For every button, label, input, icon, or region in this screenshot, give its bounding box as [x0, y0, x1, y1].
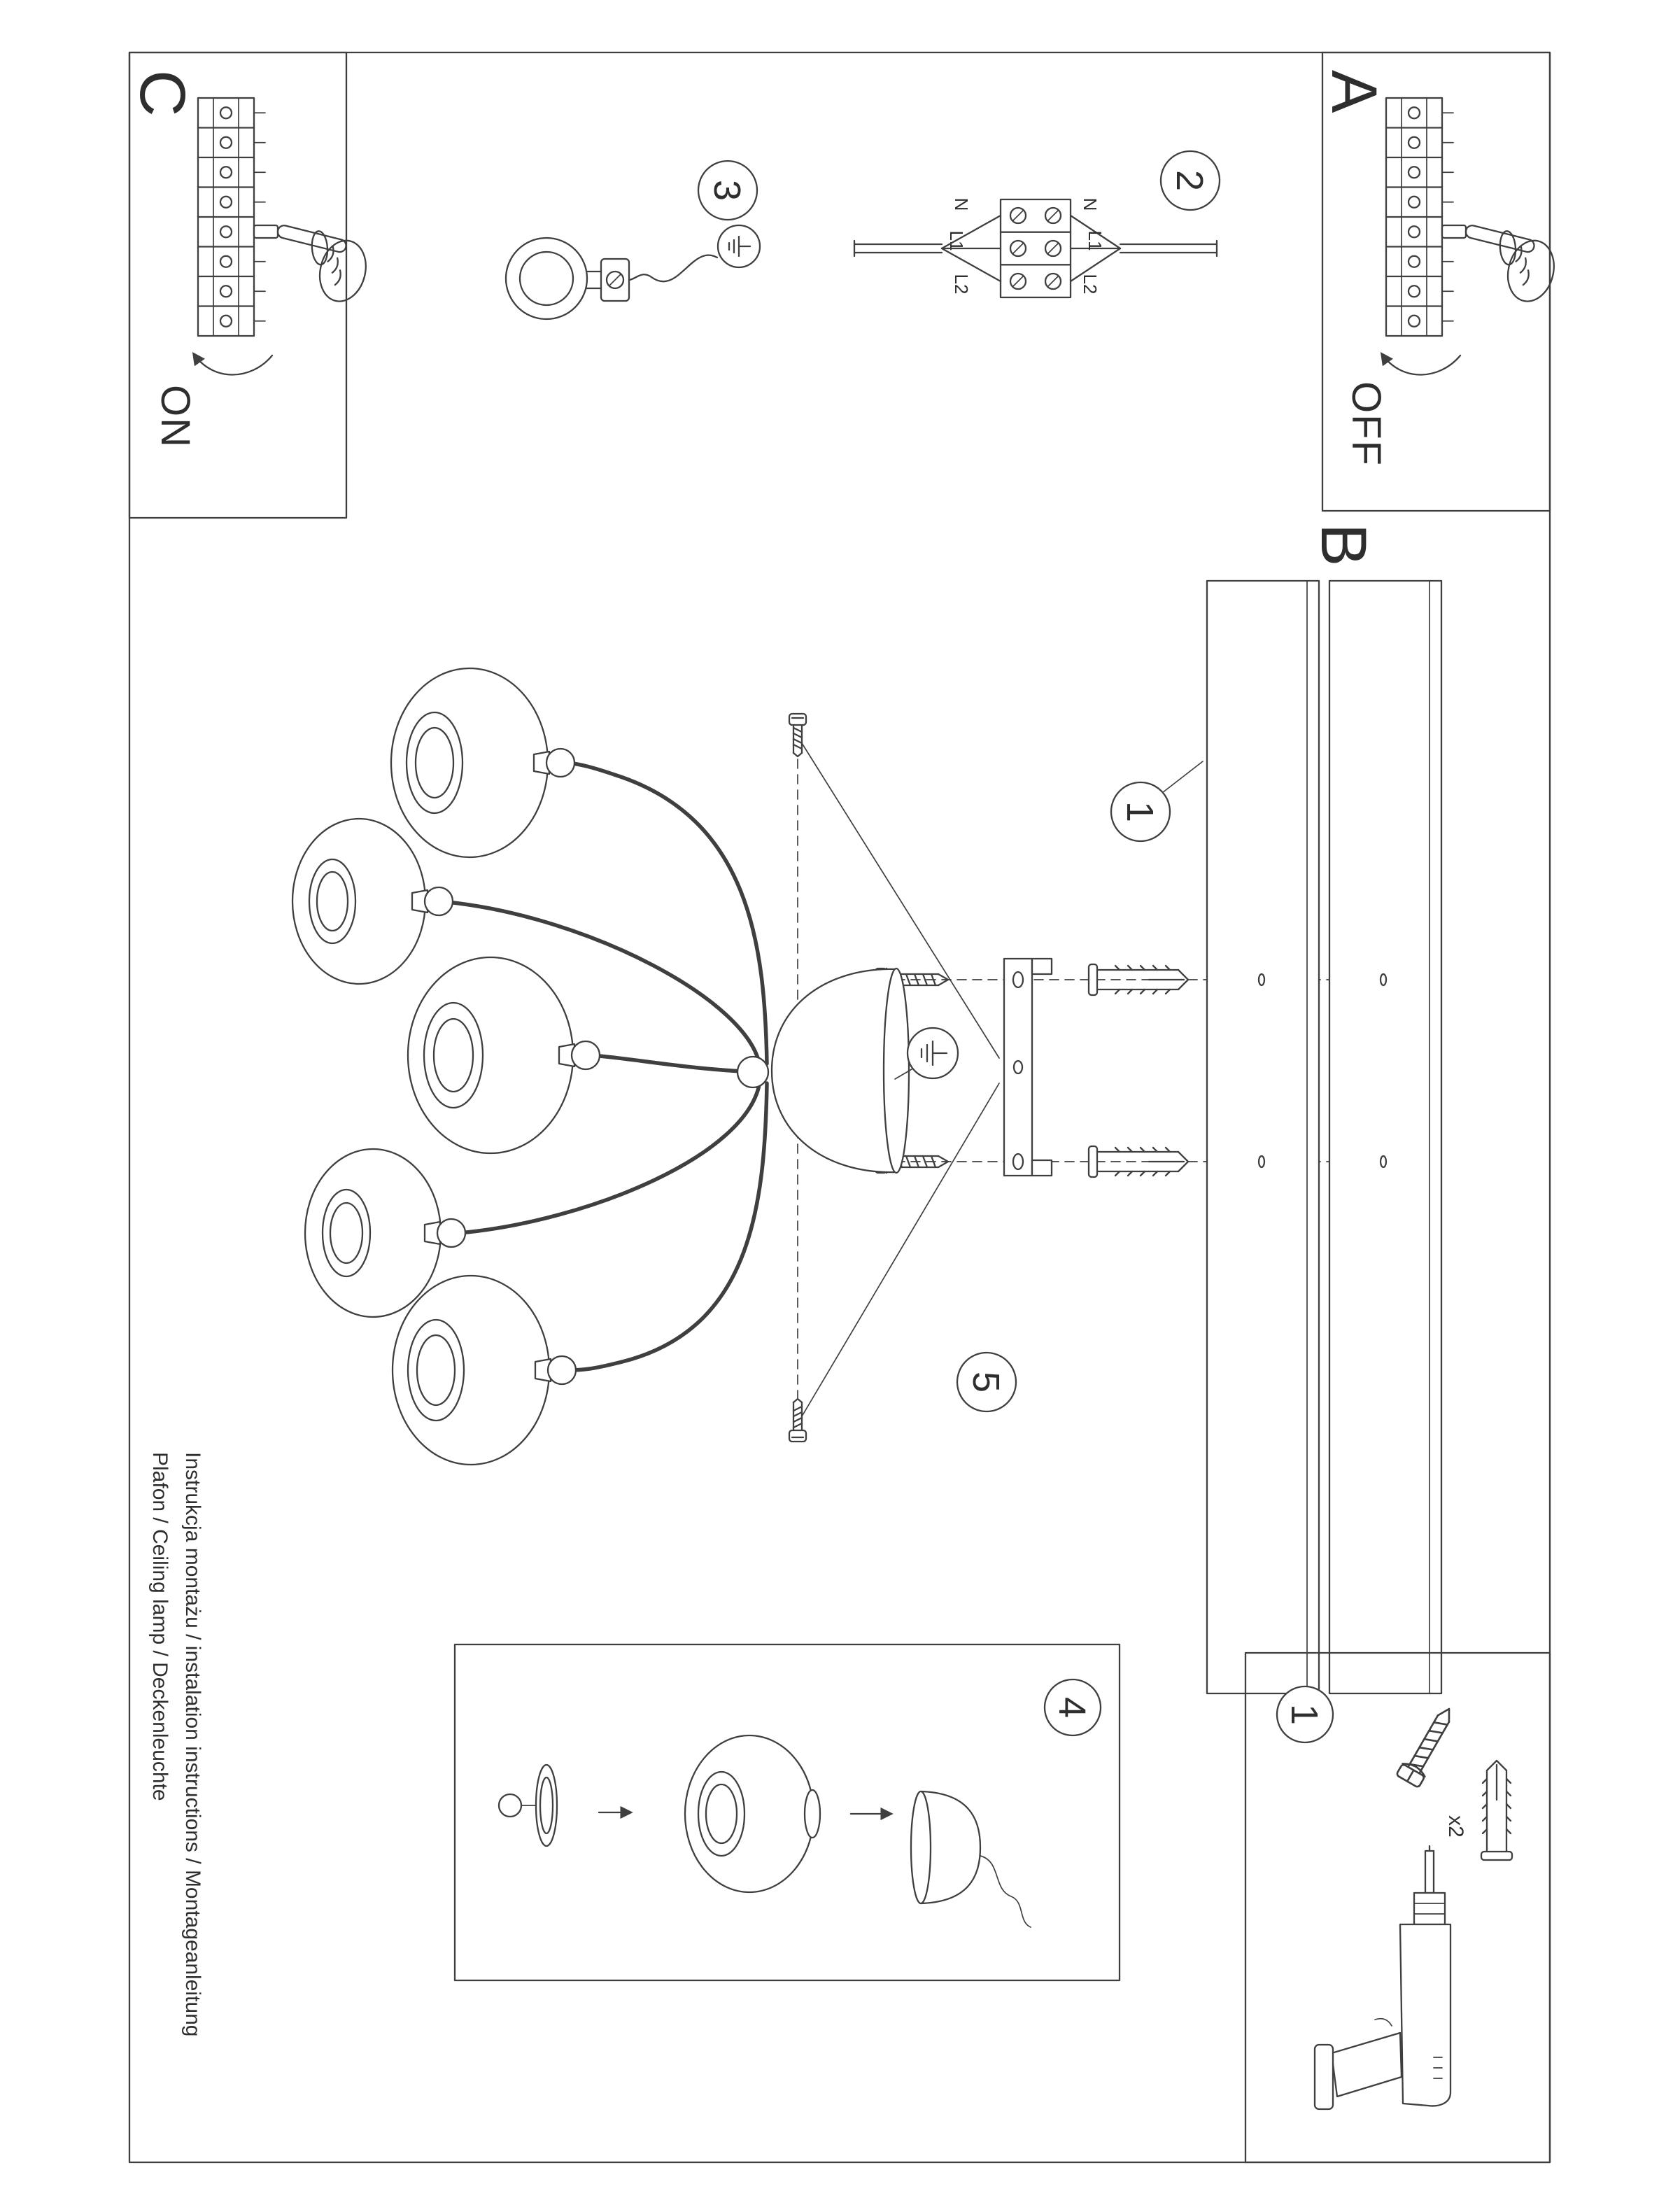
section-b-label: B	[1308, 523, 1379, 566]
lamp-holder-drawing	[504, 237, 719, 320]
wire-label: L2	[951, 274, 972, 295]
section-b-mounting-diagram: B 1	[291, 523, 1443, 1695]
tools-box	[1244, 1651, 1551, 2164]
footer-line-2: Plafon / Ceiling lamp / Deckenleuchte	[148, 1452, 171, 1801]
mains-cable-top	[1069, 214, 1218, 283]
lamp-shades	[291, 667, 574, 1466]
wire-label: L1	[1085, 231, 1106, 251]
power-state-label: ON	[153, 385, 198, 449]
lamp-arms	[445, 761, 769, 1372]
terminal-block	[999, 198, 1072, 299]
step-badge-4: 4	[1043, 1678, 1102, 1737]
svg-text:3: 3	[706, 180, 748, 201]
canopy-screw	[788, 712, 807, 758]
step-2-wiring-diagram: 2 N L1 L2	[853, 150, 1221, 299]
step-badge-3: 3	[697, 160, 758, 221]
step-badge-1b: 1	[1276, 1685, 1334, 1744]
step-4-box	[453, 1643, 1121, 1982]
canopy-screw	[788, 1397, 807, 1443]
panel-c-box	[128, 51, 348, 519]
ceiling-boards	[1206, 579, 1443, 1695]
leader-line	[801, 742, 1000, 1059]
canopy	[770, 967, 910, 1174]
glass-retainer-ring	[497, 1763, 558, 1847]
section-a-label: A	[1318, 70, 1390, 113]
power-state-label: OFF	[1343, 381, 1389, 467]
panel-a: OFF A	[1318, 51, 1561, 512]
svg-text:4: 4	[1051, 1697, 1093, 1718]
mounting-bracket	[1003, 957, 1053, 1177]
arm-hub-ball	[736, 1055, 770, 1089]
shade	[391, 1274, 551, 1466]
wire-label: N	[951, 198, 972, 211]
step-1-tools-box: 1 x2	[1244, 1651, 1551, 2164]
shade-holders	[411, 747, 601, 1386]
lamp-cable-bottom	[853, 214, 1002, 283]
svg-text:1: 1	[1119, 801, 1161, 822]
step-badge-5: 5	[956, 1351, 1017, 1413]
step-3-holder-diagram: 3	[504, 160, 761, 320]
step-badge-1: 1	[1110, 761, 1203, 843]
earth-symbol	[717, 224, 761, 269]
shade	[291, 817, 427, 985]
page-frame	[128, 51, 1551, 2164]
earth-symbol	[894, 1027, 959, 1080]
panel-a-box	[1321, 51, 1551, 512]
panel-c: ON C	[127, 51, 373, 519]
wall-plug	[1480, 1759, 1513, 1861]
svg-text:1: 1	[1283, 1704, 1325, 1725]
step-4-shade-assembly-box: 4	[453, 1643, 1121, 1982]
wire-label: L2	[1080, 274, 1101, 295]
leader-line	[801, 1083, 1000, 1417]
step-badge-2: 2	[1159, 150, 1221, 211]
section-c-label: C	[127, 70, 198, 116]
wood-screw	[1395, 1701, 1462, 1789]
shade	[304, 1148, 442, 1318]
svg-text:2: 2	[1169, 170, 1210, 191]
quantity-label: x2	[1444, 1815, 1467, 1838]
shade	[390, 667, 549, 859]
shade	[407, 956, 574, 1155]
footer-line-1: Instrukcja montażu / instalation instruc…	[181, 1452, 204, 2036]
footer: Instrukcja montażu / instalation instruc…	[148, 1452, 204, 2036]
shade-canopy-cup	[910, 1790, 1031, 1928]
shade	[684, 1734, 821, 1894]
wire-label: N	[1080, 198, 1101, 211]
svg-text:5: 5	[965, 1372, 1007, 1393]
breaker-panel-hand-off-drawing	[1382, 98, 1561, 375]
drill-icon	[1313, 1845, 1452, 2111]
